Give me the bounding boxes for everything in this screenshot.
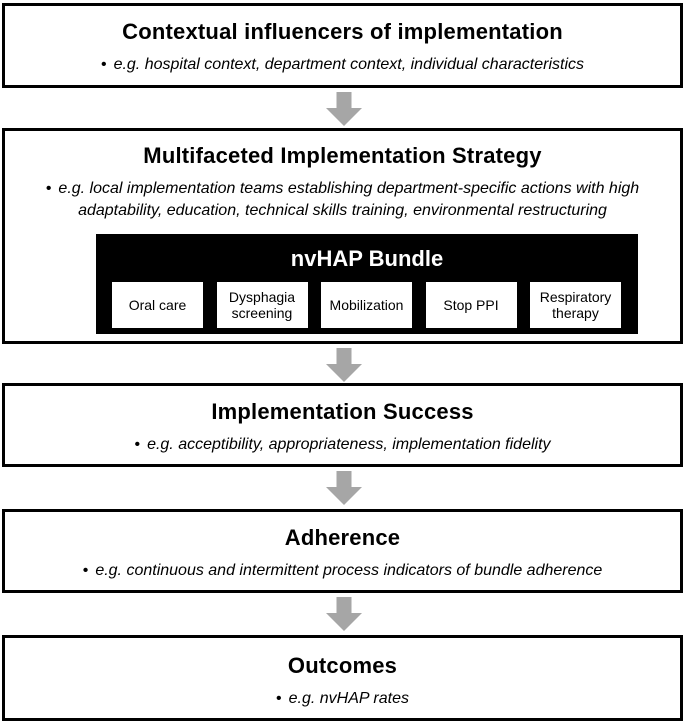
stage-box-contextual-influencers: Contextual influencers of implementation… [2, 3, 683, 88]
down-arrow-shape [326, 348, 362, 382]
down-arrow-icon [326, 348, 362, 382]
bullet-marker: • [100, 56, 107, 73]
nvhap-bundle-box: nvHAP Bundle Oral care Dysphagia screeni… [96, 234, 638, 334]
stage-bullet-text: e.g. hospital context, department contex… [113, 56, 585, 73]
stage-title: Adherence [284, 525, 401, 550]
down-arrow-icon [326, 92, 362, 126]
down-arrow-shape [326, 471, 362, 505]
bullet-marker: • [45, 180, 52, 197]
stage-box-implementation-strategy: Multifaceted Implementation Strategy • e.… [2, 128, 683, 344]
stage-bullet-text: e.g. nvHAP rates [288, 690, 409, 707]
stage-bullet-text: e.g. local implementation teams establis… [58, 180, 640, 219]
bundle-title: nvHAP Bundle [290, 246, 444, 271]
bundle-item-oral-care: Oral care [112, 282, 203, 328]
stage-box-outcomes: Outcomes • e.g. nvHAP rates [2, 635, 683, 721]
stage-box-adherence: Adherence • e.g. continuous and intermitt… [2, 509, 683, 593]
stage-bullet: • e.g. acceptibility, appropriateness, im… [5, 434, 680, 456]
stage-bullet: • e.g. hospital context, department conte… [5, 54, 680, 76]
bundle-item-mobilization: Mobilization [321, 282, 412, 328]
stage-title: Outcomes [287, 653, 398, 678]
stage-bullet-text: e.g. continuous and intermittent process… [95, 562, 603, 579]
stage-bullet-text: e.g. acceptibility, appropriateness, imp… [147, 436, 551, 453]
stage-bullet: • e.g. local implementation teams establi… [5, 178, 680, 222]
stage-box-implementation-success: Implementation Success • e.g. acceptibili… [2, 383, 683, 467]
bundle-item-dysphagia-screening: Dysphagia screening [216, 282, 308, 328]
bundle-item-respiratory-therapy: Respiratory therapy [530, 282, 621, 328]
down-arrow-shape [326, 597, 362, 631]
down-arrow-icon [326, 471, 362, 505]
down-arrow-shape [326, 92, 362, 126]
stage-title: Contextual influencers of implementation [122, 19, 563, 44]
stage-bullet: • e.g. nvHAP rates [5, 688, 680, 710]
bullet-marker: • [134, 436, 141, 453]
stage-bullet: • e.g. continuous and intermittent proces… [5, 560, 680, 582]
down-arrow-icon [326, 597, 362, 631]
stage-title: Implementation Success [211, 399, 474, 424]
bundle-item-stop-ppi: Stop PPI [425, 282, 517, 328]
bullet-marker: • [82, 562, 89, 579]
stage-title: Multifaceted Implementation Strategy [143, 143, 542, 168]
bullet-marker: • [276, 690, 282, 707]
bundle-items-row: Oral care Dysphagia screening Mobilizati… [96, 282, 638, 328]
